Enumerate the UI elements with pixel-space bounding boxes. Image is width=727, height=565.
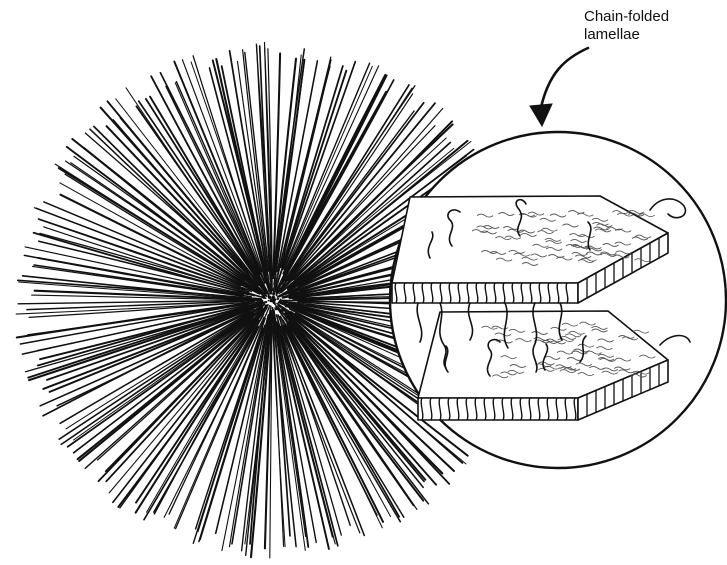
nucleus-dot: [263, 301, 265, 303]
nucleus-dot: [268, 284, 272, 288]
nucleus-dot: [257, 291, 260, 294]
nucleus-dot: [277, 298, 279, 300]
nucleus-dot: [282, 303, 284, 305]
nucleus-dot: [276, 294, 278, 296]
chain-folded-lamellae-label: Chain-folded lamellae: [584, 8, 669, 44]
nucleus-dot: [271, 296, 275, 300]
fibril: [136, 106, 265, 290]
label-arrow: [530, 48, 588, 126]
label-line-1: Chain-folded: [584, 8, 669, 26]
nucleus-dot: [277, 307, 279, 309]
nucleus-dot: [271, 288, 274, 291]
nucleus-dot: [285, 305, 288, 308]
nucleus-dot: [268, 300, 270, 302]
nucleus-dot: [263, 296, 266, 299]
lower-lamella-front-face: [418, 398, 578, 420]
nucleus-dot: [282, 301, 284, 303]
nucleus-dot: [276, 291, 279, 294]
nucleus-dot: [269, 299, 272, 302]
nucleus-dot: [264, 304, 267, 307]
nucleus-dot: [281, 309, 284, 312]
nucleus-dot: [280, 298, 282, 300]
nucleus-dot: [278, 300, 282, 304]
nucleus-dot: [263, 311, 265, 313]
nucleus-dot: [268, 295, 271, 298]
label-line-2: lamellae: [584, 26, 669, 44]
nucleus-dot: [274, 285, 276, 287]
nucleus-dot: [272, 293, 275, 296]
magnified-inset: [390, 132, 726, 468]
